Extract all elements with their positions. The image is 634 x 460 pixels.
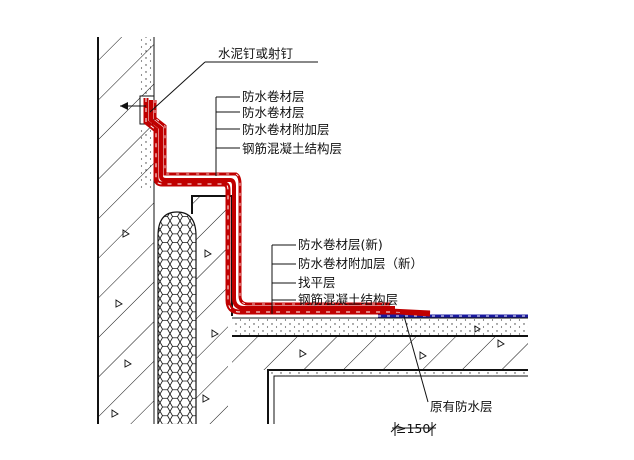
label-wall-structure: 钢筋混凝土结构层 [242, 141, 342, 156]
dimension-line [390, 422, 437, 436]
dimension-label: ≥150 [396, 421, 430, 436]
label-nail: 水泥钉或射钉 [218, 46, 294, 61]
floor-slab [232, 317, 528, 424]
label-wall-membrane-1: 防水卷材层 [242, 89, 305, 104]
membrane-layers [139, 95, 431, 317]
label-floor-screed: 找平层 [298, 275, 336, 290]
label-wall-additional: 防水卷材附加层 [242, 122, 330, 137]
aggregate-marks [111, 229, 505, 418]
leader-lines [149, 61, 429, 403]
label-original-layer: 原有防水层 [430, 399, 493, 414]
nail-arrow-icon [120, 102, 146, 110]
label-floor-additional-new: 防水卷材附加层（新） [298, 256, 423, 271]
label-floor-structure: 钢筋混凝土结构层 [298, 292, 398, 307]
label-wall-membrane-2: 防水卷材层 [242, 105, 305, 120]
insulation-column [157, 211, 197, 424]
label-floor-membrane-new: 防水卷材层(新) [298, 237, 383, 252]
